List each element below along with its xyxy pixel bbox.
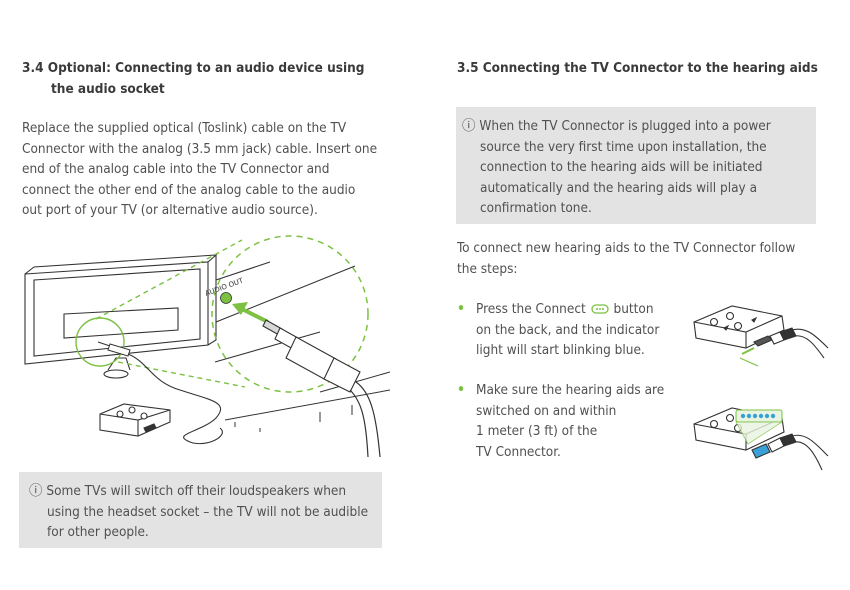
connect-button-icon [590, 304, 609, 314]
note-line: ⓘ Some TVs will switch off their loudspe… [29, 483, 347, 499]
step-2-bullet: • [457, 382, 466, 398]
step-1: • Press the Connect button on the back, … [457, 299, 687, 361]
section-3-5-note: ⓘ When the TV Connector is plugged into … [456, 107, 816, 224]
intro-line: To connect new hearing aids to the TV Co… [457, 240, 796, 256]
small-jack [97, 341, 131, 357]
step-1-line1: Press the Connect button [476, 299, 687, 320]
step-1-text-b: button [613, 301, 654, 317]
step-2-line: switched on and within [476, 402, 617, 419]
section-3-4-note: ⓘ Some TVs will switch off their loudspe… [19, 472, 382, 548]
step-2: • Make sure the hearing aids are switche… [457, 380, 687, 462]
audio-out-port [220, 292, 232, 304]
note-line: ⓘ When the TV Connector is plugged into … [462, 118, 771, 134]
zoom-content [214, 261, 356, 363]
note-line: automatically and the hearing aids will … [480, 179, 758, 196]
body-line: out port of your TV (or alternative audi… [22, 202, 318, 218]
port-highlight-circle [75, 317, 125, 367]
indicator-light-icon [735, 409, 783, 423]
step-1-text-a: Press the Connect [476, 301, 586, 317]
connector-blinking-illustration [693, 407, 829, 471]
note-line: using the headset socket – the TV will n… [47, 503, 369, 520]
tv-audio-connection-illustration: AUDIO OUT [24, 235, 390, 457]
step-2-line: Make sure the hearing aids are [476, 382, 665, 398]
step-1-line2: on the back, and the indicator [476, 321, 660, 338]
tv-monitor [24, 254, 218, 379]
section-3-4-body: Replace the supplied optical (Toslink) c… [22, 118, 402, 221]
tv-connector-device [99, 403, 171, 437]
audio-cable-thick-2 [349, 389, 369, 457]
body-line: connect the other end of the analog cabl… [22, 181, 356, 198]
section-3-5-heading: 3.5 Connecting the TV Connector to the h… [457, 60, 818, 76]
intro-line: the steps: [457, 260, 518, 277]
note-line: for other people. [47, 524, 149, 540]
note-line: confirmation tone. [480, 200, 592, 216]
step-2-line: 1 meter (3 ft) of the [476, 423, 598, 439]
zoom-lines [95, 239, 246, 388]
step-1-bullet: • [457, 301, 466, 317]
jack-plug [262, 319, 361, 393]
body-line: end of the analog cable into the TV Conn… [22, 161, 330, 177]
body-line: Connector with the analog (3.5 mm jack) … [22, 140, 378, 157]
step-1-line3: light will start blinking blue. [476, 342, 645, 358]
section-3-4-heading-line1: 3.4 Optional: Connecting to an audio dev… [22, 60, 365, 76]
thin-audio-cable [127, 353, 223, 445]
section-3-4-heading-line2: the audio socket [51, 81, 165, 97]
note-line: source the very first time upon installa… [480, 138, 767, 155]
shelf-lines [224, 371, 390, 432]
insert-arrow-icon [232, 302, 269, 324]
section-3-4-heading: 3.4 Optional: Connecting to an audio dev… [22, 58, 402, 100]
section-3-5-intro: To connect new hearing aids to the TV Co… [457, 238, 842, 279]
step-2-line: TV Connector. [476, 443, 561, 460]
connect-button-highlight [741, 347, 755, 355]
audio-cable-thick [355, 381, 381, 457]
connector-back-illustration [693, 305, 829, 367]
note-line: connection to the hearing aids will be i… [480, 159, 763, 175]
body-line: Replace the supplied optical (Toslink) c… [22, 120, 347, 136]
zoom-circle [211, 235, 369, 393]
